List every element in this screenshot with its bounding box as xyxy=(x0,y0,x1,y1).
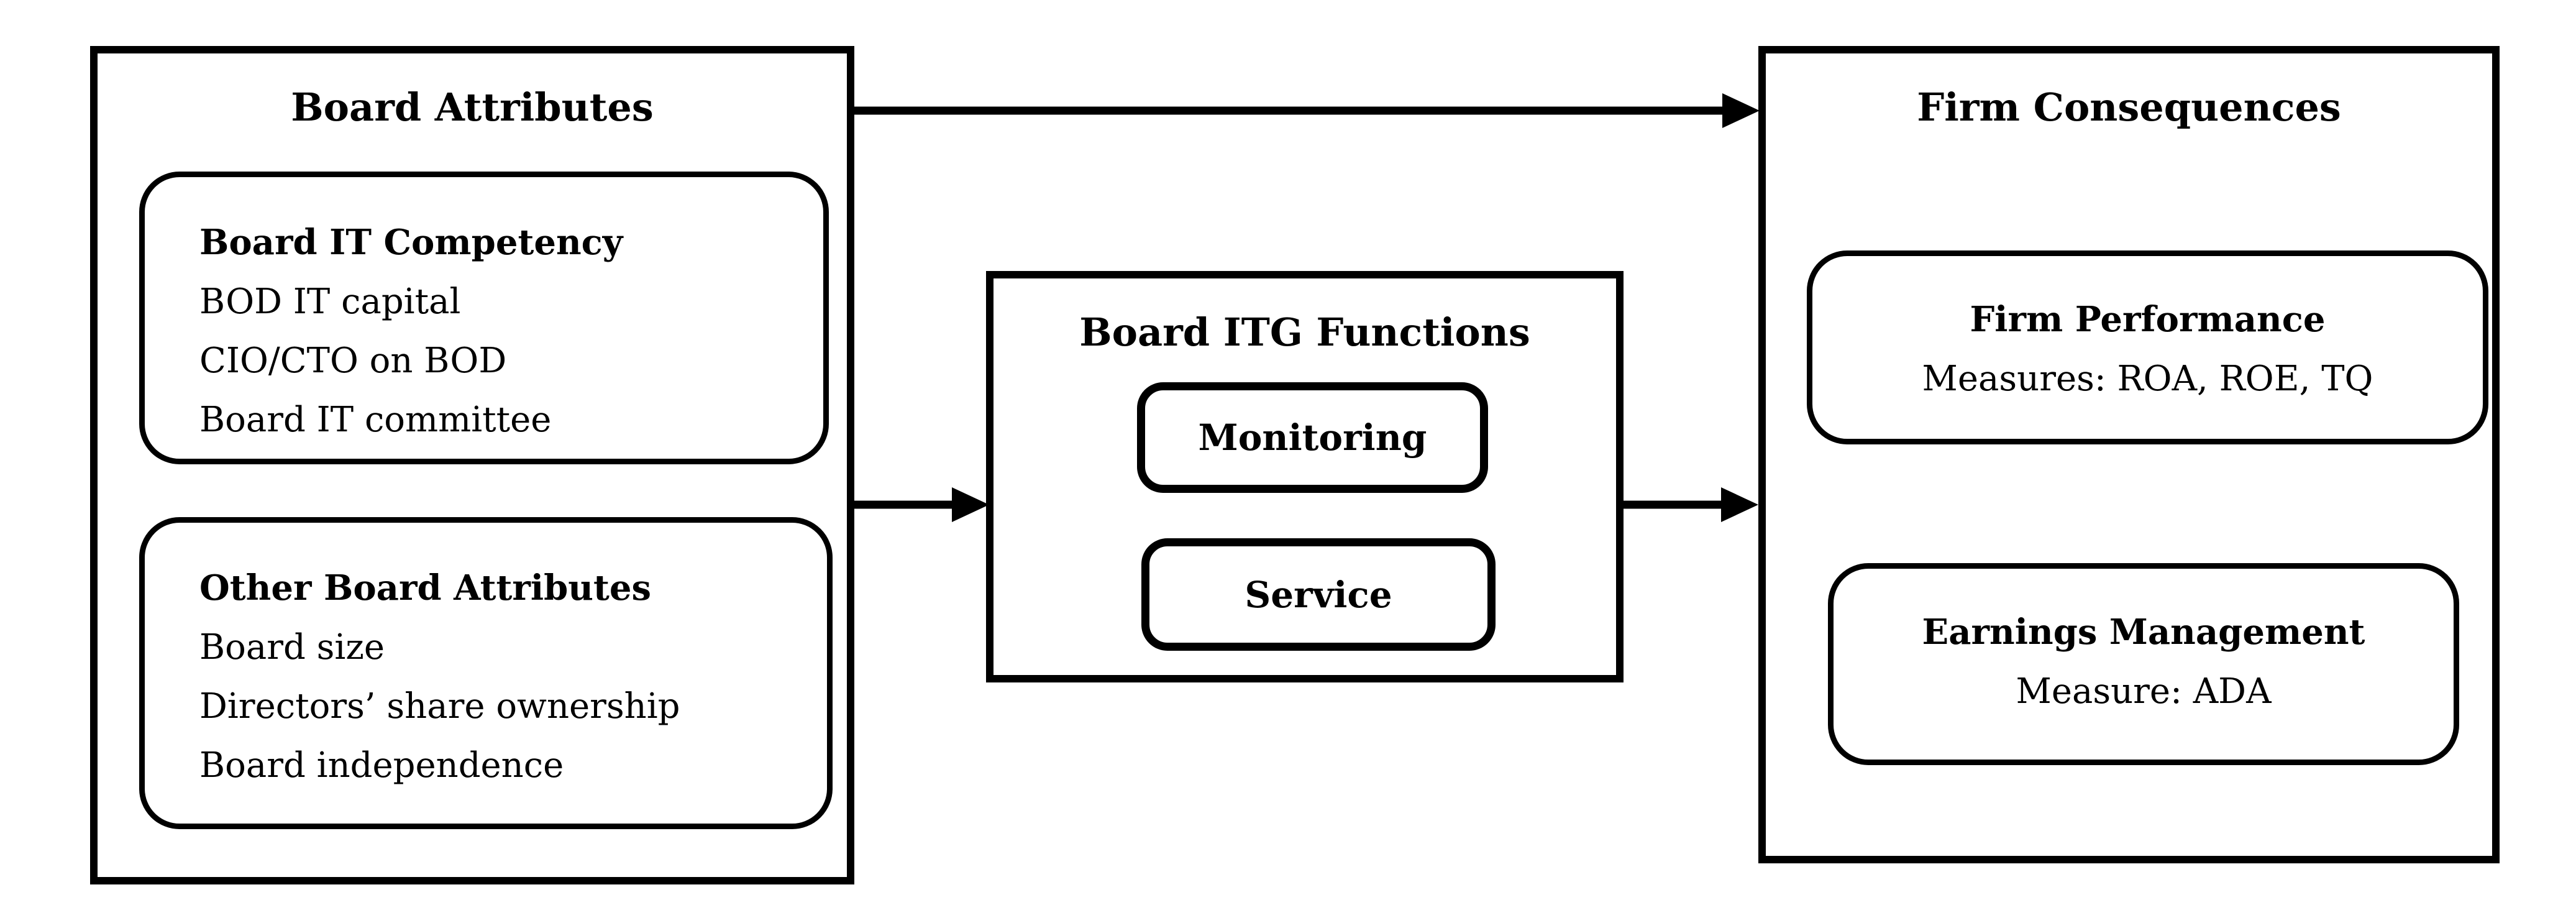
board-attributes-box: Board Attributes Board IT Competency BOD… xyxy=(90,46,854,884)
arrow-itg-to-consequences-icon xyxy=(1620,487,1758,522)
earnings-management-card: Earnings Management Measure: ADA xyxy=(1828,563,2459,765)
firm-consequences-box: Firm Consequences Firm Performance Measu… xyxy=(1758,46,2500,863)
arrow-board-to-itg-icon xyxy=(854,487,989,522)
board-itg-functions-title: Board ITG Functions xyxy=(1079,310,1530,355)
service-card: Service xyxy=(1141,538,1496,651)
board-it-competency-heading: Board IT Competency xyxy=(199,222,623,263)
firm-performance-heading: Firm Performance xyxy=(1970,299,2326,340)
arrow-board-to-consequences-icon xyxy=(854,93,1760,128)
item-board-size: Board size xyxy=(199,627,385,668)
item-cio-cto-on-bod: CIO/CTO on BOD xyxy=(199,341,507,381)
earnings-management-heading: Earnings Management xyxy=(1922,612,2365,653)
earnings-management-measure: Measure: ADA xyxy=(2016,671,2272,712)
other-board-attributes-card: Other Board Attributes Board size Direct… xyxy=(139,517,833,829)
item-directors-share-ownership: Directors’ share ownership xyxy=(199,686,680,727)
firm-consequences-title: Firm Consequences xyxy=(1917,85,2341,130)
other-board-attributes-heading: Other Board Attributes xyxy=(199,567,651,608)
board-it-competency-card: Board IT Competency BOD IT capital CIO/C… xyxy=(139,172,829,464)
monitoring-label: Monitoring xyxy=(1198,416,1427,459)
item-bod-it-capital: BOD IT capital xyxy=(199,282,461,322)
firm-performance-card: Firm Performance Measures: ROA, ROE, TQ xyxy=(1807,250,2488,444)
monitoring-card: Monitoring xyxy=(1137,382,1488,493)
board-itg-functions-box: Board ITG Functions Monitoring Service xyxy=(986,271,1624,682)
item-board-it-committee: Board IT committee xyxy=(199,400,552,440)
item-board-independence: Board independence xyxy=(199,745,564,786)
firm-performance-measures: Measures: ROA, ROE, TQ xyxy=(1922,359,2373,399)
service-label: Service xyxy=(1245,573,1392,616)
board-attributes-title: Board Attributes xyxy=(291,85,654,130)
